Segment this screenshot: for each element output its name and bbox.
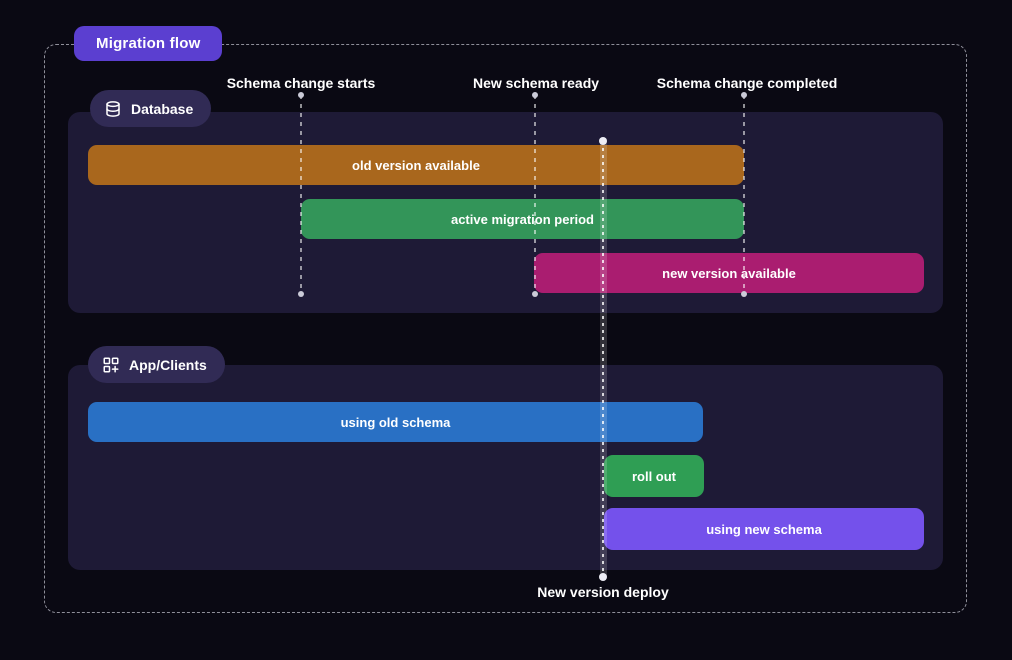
bar-label: active migration period: [450, 211, 595, 227]
event-dot-bottom: [741, 291, 747, 297]
event-label-new-schema-ready: New schema ready: [472, 75, 600, 91]
deploy-dot-top: [599, 137, 607, 145]
event-line-schema-change-starts: [300, 95, 302, 294]
event-line-schema-change-completed: [743, 95, 745, 294]
bar-label: using new schema: [706, 521, 822, 537]
deploy-label: New version deploy: [537, 584, 669, 600]
event-label-schema-change-completed: Schema change completed: [656, 75, 838, 91]
event-label-schema-change-starts: Schema change starts: [226, 75, 376, 91]
database-section-label: Database: [131, 100, 194, 117]
bar-using-new-schema: using new schema: [604, 508, 924, 550]
bar-roll-out: roll out: [604, 455, 704, 497]
event-dot-bottom: [532, 291, 538, 297]
bar-label: new version available: [662, 265, 796, 281]
app-clients-section-badge: App/Clients: [88, 346, 225, 383]
bar-label: old version available: [352, 157, 480, 173]
bar-new-version-available: new version available: [534, 253, 924, 293]
bar-using-old-schema: using old schema: [88, 402, 703, 442]
event-dot-top: [741, 92, 747, 98]
bar-active-migration-period: active migration period: [301, 199, 744, 239]
deploy-dot-bottom: [599, 573, 607, 581]
event-line-new-schema-ready: [534, 95, 536, 294]
event-dot-bottom: [298, 291, 304, 297]
page-title: Migration flow: [74, 26, 223, 61]
grid-plus-icon: [102, 356, 120, 374]
deploy-line: [602, 141, 604, 577]
bar-old-version-available: old version available: [88, 145, 744, 185]
event-dot-top: [298, 92, 304, 98]
database-icon: [104, 100, 122, 118]
bar-label: using old schema: [340, 414, 451, 430]
bar-label: roll out: [631, 468, 677, 484]
diagram-dashed-frame: [44, 44, 967, 613]
event-dot-top: [532, 92, 538, 98]
database-section-badge: Database: [90, 90, 212, 127]
app-clients-section-label: App/Clients: [129, 356, 207, 373]
